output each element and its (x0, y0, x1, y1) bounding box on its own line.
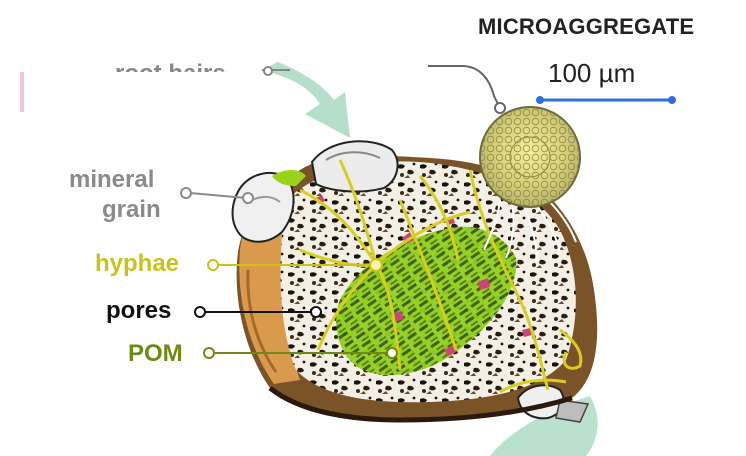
microaggregate-connector (428, 66, 500, 108)
scale-bar-label: 100 µm (548, 58, 635, 89)
scale-bar (536, 96, 676, 104)
diagram-title: MICROAGGREGATE (478, 14, 694, 40)
pores-label: pores (106, 297, 171, 325)
pink-edge-mark (20, 72, 24, 112)
root-hairs-label: root hairs (115, 52, 226, 72)
microaggregate-circle-icon (480, 107, 580, 207)
mineral-label-line2: grain (102, 196, 161, 224)
downward-arrow-icon (262, 62, 350, 138)
connector-dot (495, 103, 505, 113)
pom-label: POM (128, 340, 183, 368)
mineral-label-line1: mineral (69, 166, 154, 194)
mineral-top-rock (312, 141, 398, 191)
hyphae-label: hyphae (95, 250, 179, 278)
